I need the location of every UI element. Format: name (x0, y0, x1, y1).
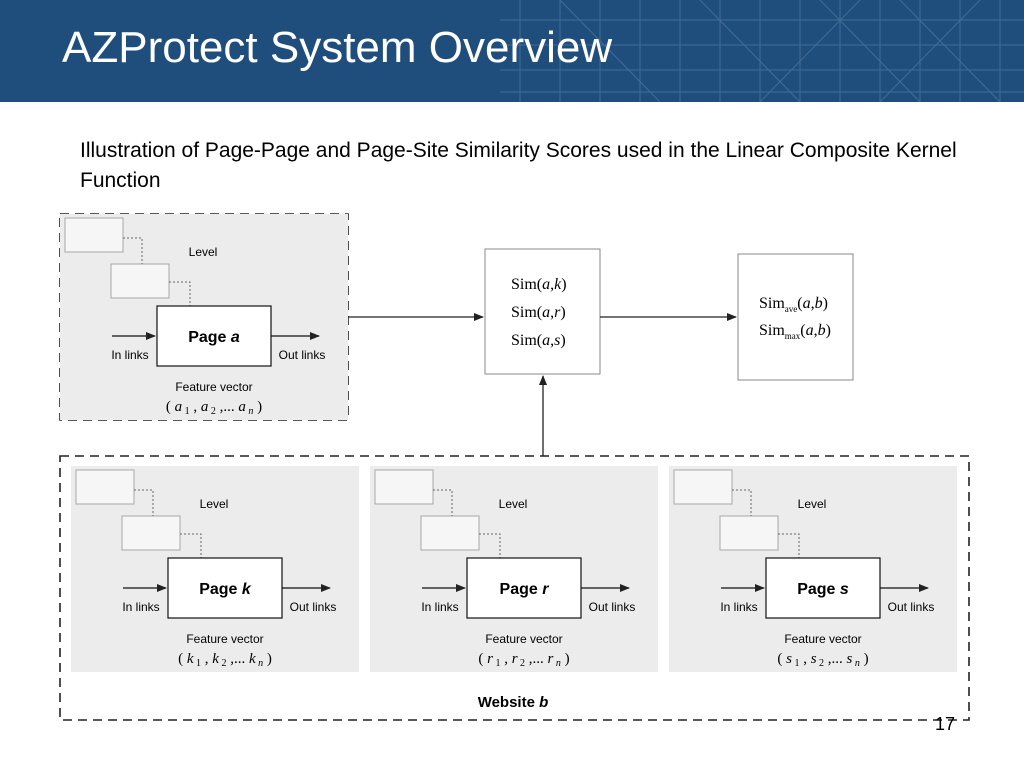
sim-max: Simmax(a,b) (759, 322, 831, 341)
website-dashed-frame (59, 455, 970, 721)
level-box-1 (673, 469, 733, 505)
page-site-similarity-list: Simave(a,b) Simmax(a,b) (759, 295, 831, 341)
in-links-label: In links (111, 348, 148, 362)
level-box-2 (420, 515, 480, 551)
level-connector-2 (479, 533, 501, 558)
out-links-label: Out links (888, 600, 935, 614)
page-box-title: Page s (797, 581, 849, 598)
level-connector-1 (732, 489, 752, 516)
level-box-1 (374, 469, 434, 505)
in-links-label: In links (720, 600, 757, 614)
feature-vector-formula: ( k 1 , k 2 ,... k n ) (178, 651, 272, 669)
level-label: Level (798, 497, 827, 511)
sim-a-s: Sim(a,s) (511, 332, 566, 349)
level-connector-2 (778, 533, 800, 558)
title-banner: AZProtect System Overview (0, 0, 1024, 102)
sim-ave: Simave(a,b) (759, 295, 828, 314)
website-label: Website b (478, 694, 549, 711)
feature-vector-formula: ( a 1 , a 2 ,... a n ) (166, 399, 262, 417)
level-box-2 (110, 263, 170, 299)
level-connector-1 (123, 237, 143, 264)
level-box-2 (719, 515, 779, 551)
level-label: Level (499, 497, 528, 511)
page-box (167, 557, 283, 619)
page-box (156, 305, 272, 367)
level-label: Level (200, 497, 229, 511)
diagram-caption: Illustration of Page-Page and Page-Site … (80, 139, 957, 192)
feature-vector-label: Feature vector (186, 632, 263, 646)
page-box-title: Page r (500, 581, 550, 598)
slide-title: AZProtect System Overview (62, 23, 613, 72)
page-number: 17 (935, 714, 956, 734)
level-connector-2 (180, 533, 202, 558)
feature-vector-label: Feature vector (485, 632, 562, 646)
page-page-similarity-list: Sim(a,k) Sim(a,r) Sim(a,s) (511, 276, 567, 349)
level-connector-2 (169, 281, 191, 306)
level-box-2 (121, 515, 181, 551)
sim-a-r: Sim(a,r) (511, 304, 566, 321)
page-box-title: Page a (188, 329, 240, 346)
banner-grid-pattern (500, 0, 1024, 102)
level-box-1 (64, 217, 124, 253)
page-page-similarity-box (484, 248, 601, 375)
out-links-label: Out links (290, 600, 337, 614)
in-links-label: In links (122, 600, 159, 614)
out-links-label: Out links (279, 348, 326, 362)
page-box-title: Page k (199, 581, 252, 598)
feature-vector-label: Feature vector (784, 632, 861, 646)
feature-vector-label: Feature vector (175, 380, 252, 394)
in-links-label: In links (421, 600, 458, 614)
level-label: Level (189, 245, 218, 259)
feature-vector-formula: ( s 1 , s 2 ,... s n ) (777, 651, 868, 669)
level-connector-1 (433, 489, 453, 516)
level-connector-1 (134, 489, 154, 516)
level-box-1 (75, 469, 135, 505)
out-links-label: Out links (589, 600, 636, 614)
sim-a-k: Sim(a,k) (511, 276, 567, 293)
page-site-similarity-box (737, 253, 854, 381)
feature-vector-formula: ( r 1 , r 2 ,... r n ) (478, 651, 569, 669)
